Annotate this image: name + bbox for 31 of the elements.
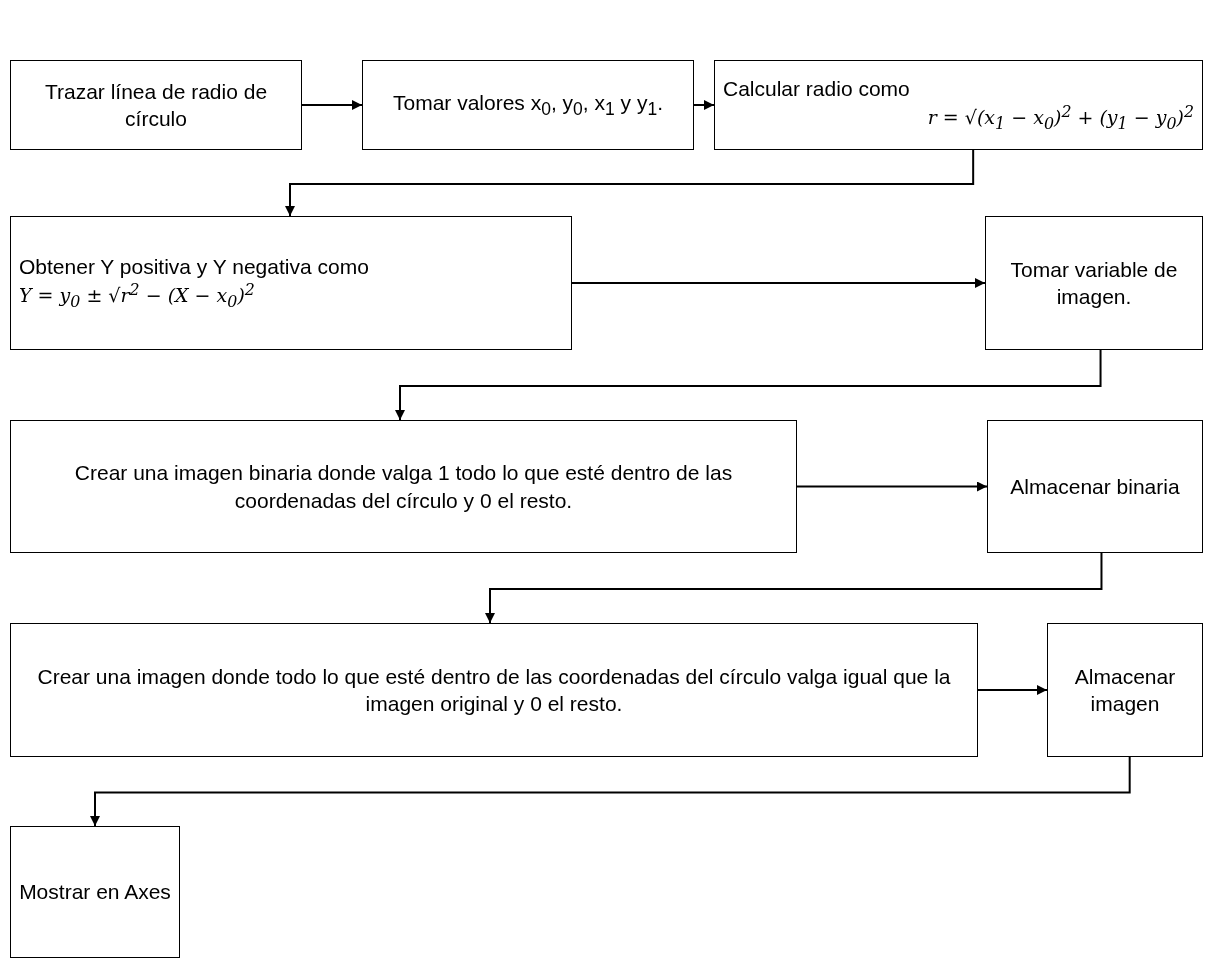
formula: Y = y$_{0}$ ± √r$^{2}$ − (X − x$_{0}$)$^{2}$ xyxy=(19,280,256,313)
box-text: Tomar valores x$_{0}$, y$_{0}$, x$_{1}$ y y$_{1}$. xyxy=(392,90,664,121)
arrow xyxy=(485,552,1103,624)
process-box xyxy=(10,60,302,150)
arrow xyxy=(693,100,715,110)
arrow xyxy=(796,481,988,492)
process-box xyxy=(985,216,1203,350)
box-text: Calcular radio como xyxy=(723,76,911,102)
arrow xyxy=(395,349,1102,421)
arrow xyxy=(301,100,363,110)
process-box xyxy=(714,60,1203,150)
box-text: Mostrar en Axes xyxy=(19,879,171,906)
box-text: Crear una imagen donde todo lo que esté dentro de las coordenadas del círculo valga igual que la imagen original y 0 el resto. xyxy=(36,663,952,717)
box-text: Almacenar binaria xyxy=(1009,473,1181,500)
arrow xyxy=(285,149,975,217)
process-box xyxy=(10,216,572,350)
box-text: Tomar variable de imagen. xyxy=(1009,256,1179,310)
process-box xyxy=(10,623,978,757)
process-box xyxy=(10,826,180,958)
box-text: Obtener Y positiva y Y negativa como xyxy=(19,254,370,280)
arrow xyxy=(90,756,1131,827)
process-box xyxy=(10,420,797,553)
box-text: Crear una imagen binaria donde valga 1 todo lo que esté dentro de las coordenadas del círculo y 0 el resto. xyxy=(73,460,734,514)
process-box xyxy=(362,60,694,150)
formula: r = √(x$_{1}$ − x$_{0}$)$^{2}$ + (y$_{1}$ − y$_{0}$)$^{2}$ xyxy=(926,102,1194,135)
process-box xyxy=(987,420,1203,553)
arrow xyxy=(977,685,1048,695)
arrow xyxy=(571,278,986,288)
process-box xyxy=(1047,623,1203,757)
box-text: Almacenar imagen xyxy=(1073,663,1177,717)
box-text: Trazar línea de radio de círculo xyxy=(43,78,269,132)
